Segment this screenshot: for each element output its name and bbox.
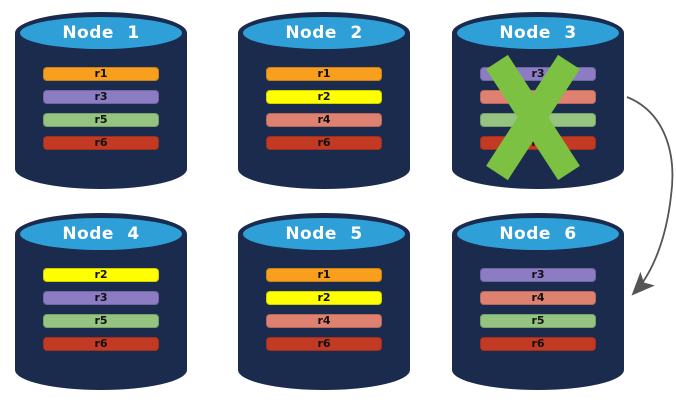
node-3: Node 3 r3 r4 r5 r6: [450, 11, 626, 191]
node-title: Node 3: [499, 23, 577, 43]
node-title: Node 4: [62, 224, 140, 244]
replica-bar: r1: [43, 67, 159, 81]
replica-bar: r2: [266, 90, 382, 104]
replica-bar: r5: [43, 113, 159, 127]
replica-bar: r3: [480, 67, 596, 81]
replica-bar: r6: [43, 136, 159, 150]
replica-list: r1 r2 r4 r6: [266, 268, 382, 360]
replica-list: r2 r3 r5 r6: [43, 268, 159, 360]
replica-bar: r2: [266, 291, 382, 305]
replica-list: r3 r4 r5 r6: [480, 268, 596, 360]
node-5: Node 5 r1 r2 r4 r6: [236, 212, 412, 392]
node-6: Node 6 r3 r4 r5 r6: [450, 212, 626, 392]
replica-bar: r6: [266, 337, 382, 351]
node-title: Node 5: [285, 224, 363, 244]
node-title: Node 2: [285, 23, 363, 43]
node-2: Node 2 r1 r2 r4 r6: [236, 11, 412, 191]
replica-bar: r6: [266, 136, 382, 150]
replica-list: r1 r2 r4 r6: [266, 67, 382, 159]
replica-bar: r2: [43, 268, 159, 282]
node-4: Node 4 r2 r3 r5 r6: [13, 212, 189, 392]
node-1: Node 1 r1 r3 r5 r6: [13, 11, 189, 191]
replica-bar: r6: [480, 337, 596, 351]
replica-bar: r4: [266, 113, 382, 127]
replica-bar: r6: [43, 337, 159, 351]
node-title: Node 6: [499, 224, 577, 244]
replica-bar: r3: [43, 90, 159, 104]
replica-bar: r3: [480, 268, 596, 282]
replica-bar: r4: [266, 314, 382, 328]
replica-bar: r5: [480, 113, 596, 127]
node-title: Node 1: [62, 23, 140, 43]
replica-move-arrow-icon: [626, 96, 674, 296]
replica-bar: r4: [480, 291, 596, 305]
replica-bar: r5: [43, 314, 159, 328]
replica-bar: r1: [266, 67, 382, 81]
replica-bar: r3: [43, 291, 159, 305]
replica-bar: r5: [480, 314, 596, 328]
replica-list: r1 r3 r5 r6: [43, 67, 159, 159]
replica-bar: r6: [480, 136, 596, 150]
replica-bar: r4: [480, 90, 596, 104]
replica-bar: r1: [266, 268, 382, 282]
replica-list: r3 r4 r5 r6: [480, 67, 596, 159]
